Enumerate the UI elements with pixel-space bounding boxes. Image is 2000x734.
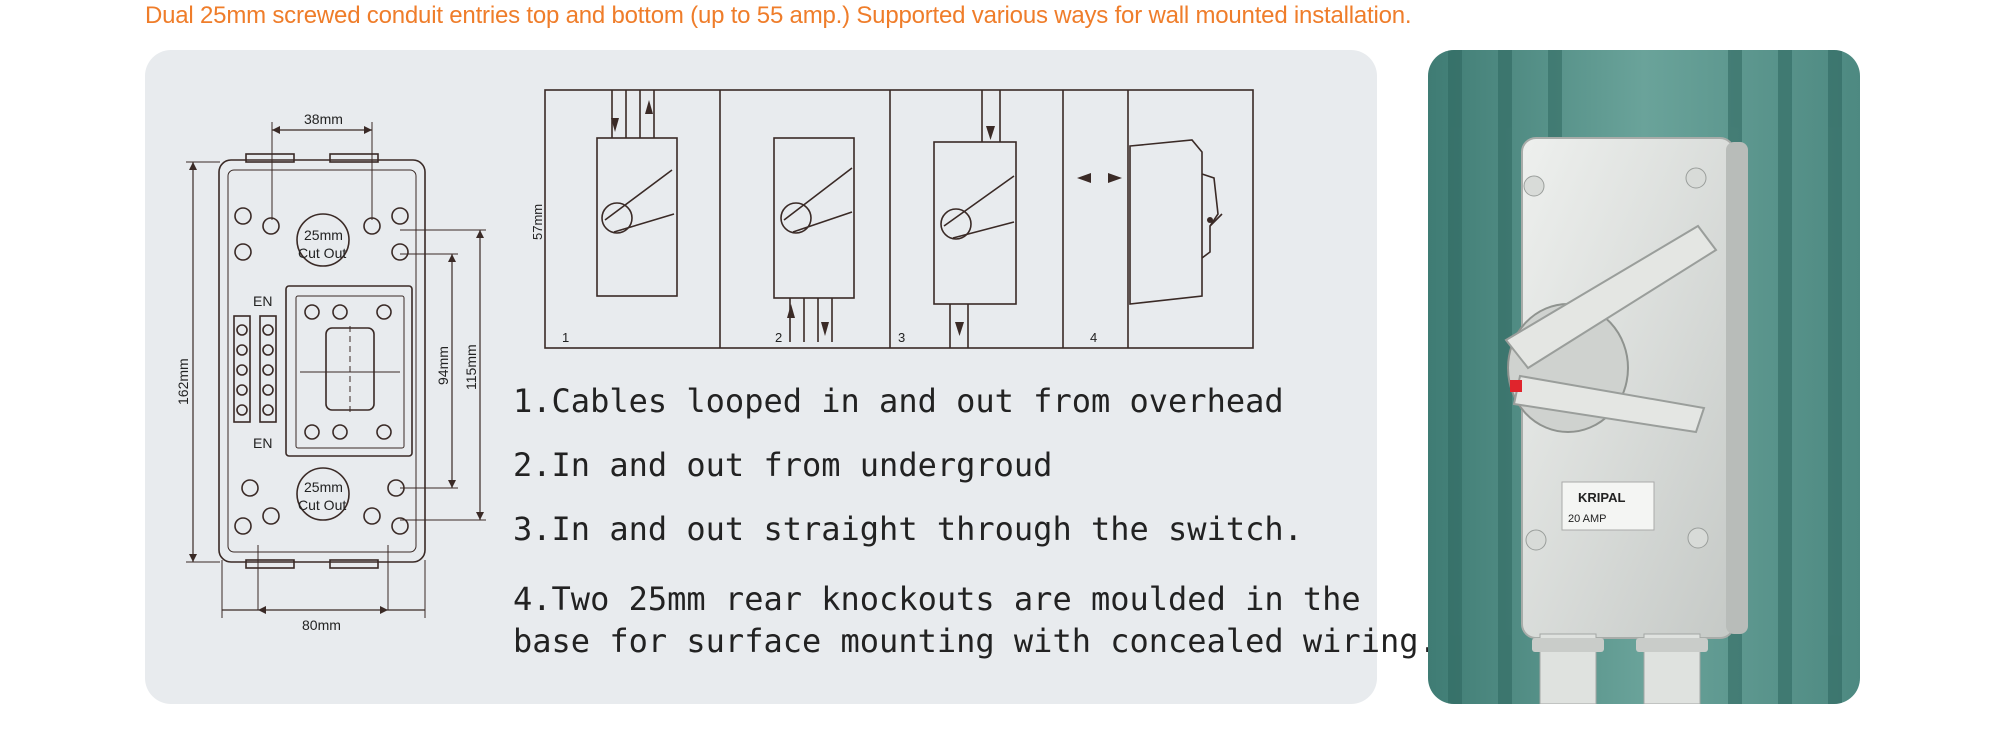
panel-number-4: 4 xyxy=(1090,330,1097,345)
dim-inner1-label: 94mm xyxy=(435,346,451,385)
panel-number-2: 2 xyxy=(775,330,782,345)
cutout-top-text: Cut Out xyxy=(298,245,346,261)
panel-number-3: 3 xyxy=(898,330,905,345)
panel-number-1: 1 xyxy=(562,330,569,345)
headline: Dual 25mm screwed conduit entries top an… xyxy=(145,2,1412,29)
product-photo: KRIPAL 20 AMP xyxy=(1428,50,1860,704)
dim-inner2-label: 115mm xyxy=(463,344,479,390)
caption-2: 2.In and out from undergroud xyxy=(513,446,1053,484)
cutout-top-size: 25mm xyxy=(304,227,343,243)
caption-4-line-2: base for surface mounting with concealed… xyxy=(513,622,1438,660)
caption-1: 1.Cables looped in and out from overhead xyxy=(513,382,1284,420)
dim-bottom-label: 80mm xyxy=(302,617,341,633)
caption-4-line-1: 4.Two 25mm rear knockouts are moulded in… xyxy=(513,580,1361,618)
caption-3: 3.In and out straight through the switch… xyxy=(513,510,1303,548)
en-label-top: EN xyxy=(253,293,272,309)
en-label-bottom: EN xyxy=(253,435,272,451)
cutout-bottom-size: 25mm xyxy=(304,479,343,495)
enclosure-dimension-drawing: 38mm 80mm 162mm 94mm 115mm EN EN 25mm Cu… xyxy=(175,111,486,633)
photo-rating-label: 20 AMP xyxy=(1568,513,1607,525)
dim-top-label: 38mm xyxy=(304,111,343,127)
panel-height-label: 57mm xyxy=(530,204,545,240)
dim-height-label: 162mm xyxy=(175,358,191,405)
cutout-bottom-text: Cut Out xyxy=(298,497,346,513)
isolator-switch-photo: KRIPAL 20 AMP xyxy=(1428,50,1860,704)
wiring-methods-diagram: 57mm 1 2 3 4 xyxy=(530,89,1254,349)
photo-brand-label: KRIPAL xyxy=(1578,490,1625,505)
